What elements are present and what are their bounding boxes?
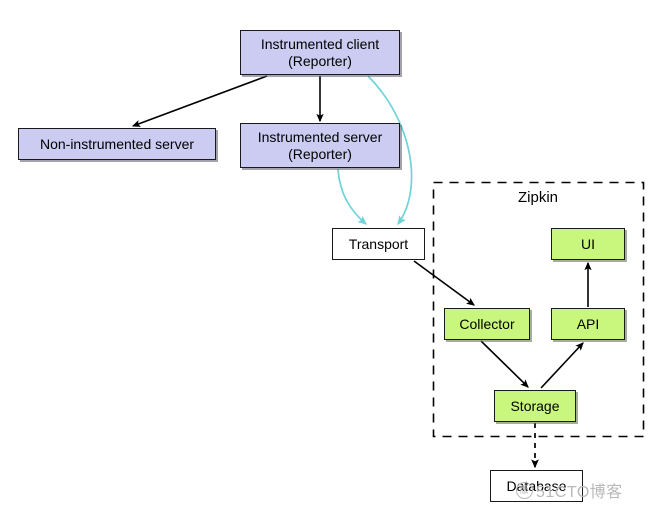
node-collector-label: Collector (459, 315, 515, 332)
node-transport[interactable]: Transport (332, 228, 425, 260)
node-instrumented-client-label: Instrumented client (Reporter) (260, 35, 380, 69)
edge-collector-to-storage (480, 340, 529, 388)
node-non-instrumented-server[interactable]: Non-instrumented server (18, 128, 216, 160)
edge-instrumented-server-to-transport (337, 168, 367, 225)
zipkin-group-border (432, 181, 645, 438)
node-instrumented-server-label: Instrumented server (Reporter) (257, 128, 383, 162)
node-non-instrumented-server-label: Non-instrumented server (39, 135, 195, 152)
node-collector[interactable]: Collector (444, 308, 530, 340)
node-storage[interactable]: Storage (494, 390, 576, 422)
node-api-label: API (576, 315, 600, 332)
node-api[interactable]: API (551, 308, 625, 340)
edge-storage-to-api (540, 342, 584, 389)
node-transport-label: Transport (348, 235, 409, 252)
node-ui[interactable]: UI (551, 228, 625, 260)
node-storage-label: Storage (510, 397, 560, 414)
edge-transport-to-collector (413, 260, 475, 306)
zipkin-group-label: Zipkin (517, 189, 558, 206)
node-database-label: Database (506, 477, 567, 494)
node-database[interactable]: Database (490, 470, 583, 502)
node-ui-label: UI (581, 235, 595, 252)
node-instrumented-client[interactable]: Instrumented client (Reporter) (240, 30, 400, 75)
edge-client-to-non-instrumented-server (131, 75, 268, 127)
edge-client-to-transport (367, 75, 413, 226)
node-instrumented-server[interactable]: Instrumented server (Reporter) (240, 123, 400, 168)
